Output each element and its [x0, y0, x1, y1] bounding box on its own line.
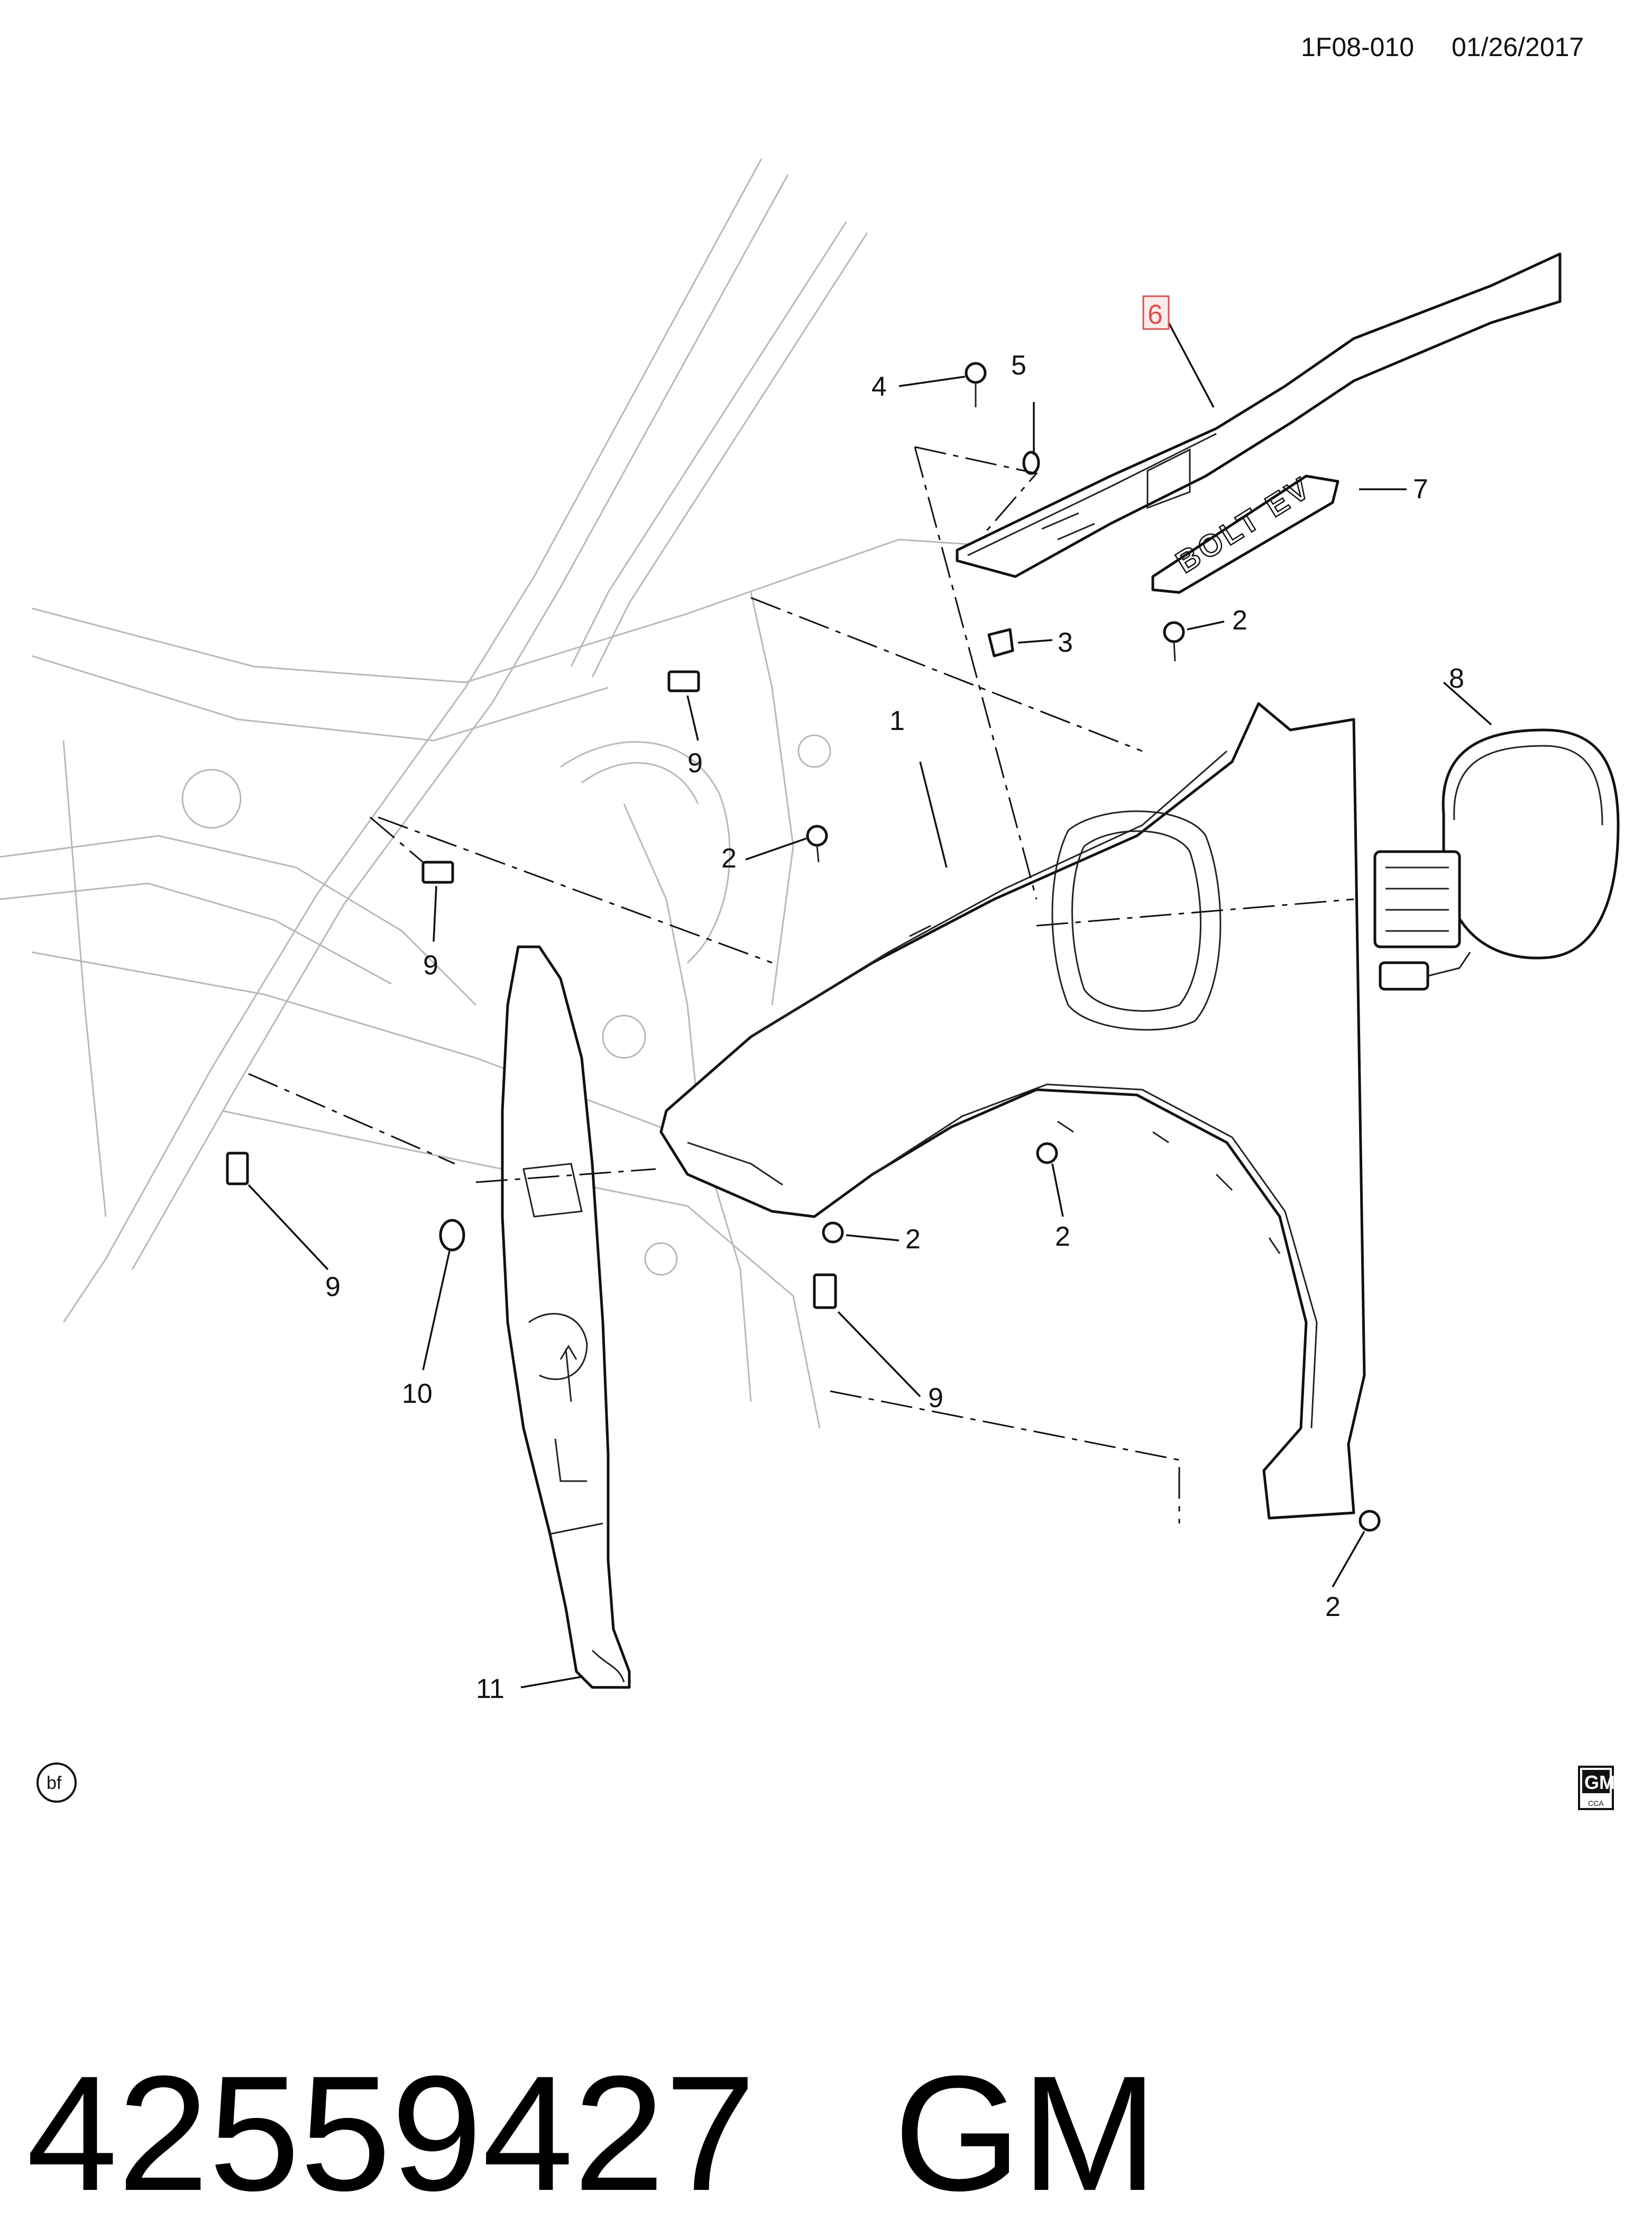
callout-6: 6 [1148, 299, 1163, 330]
callout-10: 10 [402, 1378, 433, 1409]
callout-4: 4 [871, 371, 887, 402]
brand-name: GM [894, 2041, 1158, 2219]
gm-logo-text: GM [1584, 1771, 1615, 1793]
callout-9-lower-left: 9 [325, 1272, 341, 1302]
callout-2-top: 2 [1232, 605, 1247, 636]
part-11-closeout-panel [501, 945, 631, 1689]
part-number: 42559427 [26, 2041, 756, 2219]
bolt-2-top [1163, 621, 1185, 662]
part-6-fender-molding [956, 252, 1562, 578]
nut-9-left [421, 861, 454, 884]
bolt-2-lower [822, 1221, 844, 1244]
callout-2-bottom: 2 [1325, 1592, 1341, 1622]
nut-9-lower [813, 1273, 837, 1309]
grommet-5 [1022, 451, 1040, 475]
bf-logo-text: bf [47, 1773, 62, 1793]
bolt-2-bottom [1359, 1510, 1381, 1532]
leader-lines [247, 322, 1492, 1688]
nut-9-lower-left [226, 1152, 249, 1185]
part-1-front-fender [659, 702, 1366, 1520]
fasteners [226, 362, 1381, 1532]
callout-2-mid: 2 [721, 843, 737, 874]
clip-3 [987, 628, 1014, 658]
callout-9-lower: 9 [928, 1383, 943, 1413]
bf-logo: bf [36, 1763, 77, 1803]
callout-2-lower: 2 [905, 1224, 921, 1255]
bolt-2-mid [806, 825, 828, 863]
callout-1: 1 [889, 706, 905, 736]
callout-3: 3 [1058, 627, 1073, 658]
callout-9-top: 9 [687, 748, 703, 779]
nut-9-top [667, 670, 700, 692]
vehicle-body-structure [0, 158, 1058, 1429]
diagram-date: 01/26/2017 [1452, 32, 1584, 62]
bolt-2-wheelarch [1036, 1142, 1058, 1164]
location-lines [248, 446, 1354, 1523]
diagram-code: 1F08-010 [1301, 32, 1414, 62]
callout-11: 11 [476, 1674, 504, 1704]
callout-9-left: 9 [423, 950, 438, 981]
bolt-4 [965, 362, 987, 407]
callout-5: 5 [1011, 350, 1026, 381]
gm-logo-sub: CCA [1588, 1799, 1604, 1807]
plug-10 [439, 1219, 465, 1252]
callout-6-highlight [1142, 295, 1170, 330]
callout-8: 8 [1449, 663, 1464, 694]
callout-7: 7 [1413, 474, 1428, 505]
gm-logo: GM CCA [1578, 1766, 1615, 1810]
callout-2-wheelarch: 2 [1055, 1221, 1070, 1252]
part-8-charge-door [1373, 728, 1620, 991]
callouts: 1 2 2 2 2 2 3 4 5 6 7 8 9 9 9 9 10 11 [325, 295, 1464, 1704]
